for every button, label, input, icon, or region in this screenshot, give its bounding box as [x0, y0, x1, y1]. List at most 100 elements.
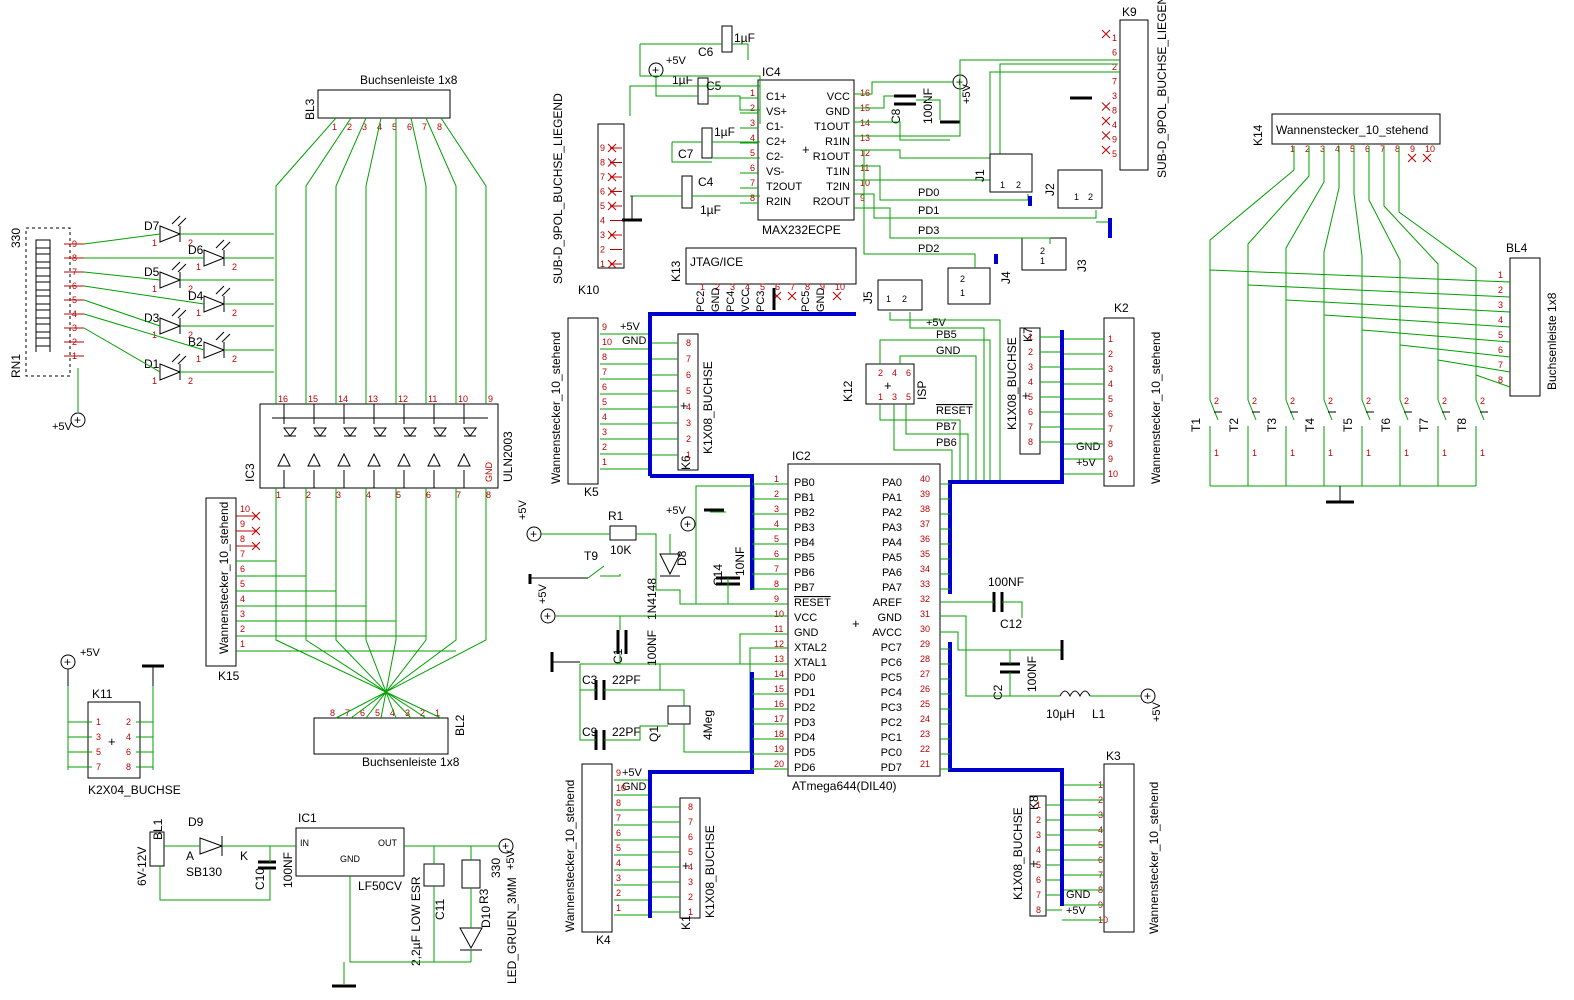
c14-value: 10NF	[733, 547, 747, 576]
bl2-name: BL2	[453, 714, 467, 736]
connector-k3: K3 Wannenstecker_10_stehend GND +5V 1234…	[1062, 749, 1161, 934]
pushbutton-pin-2: 2	[1404, 396, 1409, 406]
d8-part: 1N4148	[645, 578, 659, 620]
ic2-right-pin: 31	[920, 609, 930, 619]
ic4-part: MAX232ECPE	[762, 223, 841, 237]
ic4-right-pin: 14	[860, 118, 870, 128]
k6-name: K6	[679, 455, 693, 470]
k13-pin: 9	[820, 282, 825, 292]
svg-text:+: +	[652, 63, 659, 77]
svg-text:+: +	[1022, 388, 1030, 403]
ic4-left-signal: T2OUT	[766, 181, 802, 193]
k8-pin: 7	[1036, 890, 1041, 900]
ic2-right-pin: 34	[920, 564, 930, 574]
k12-name: K12	[841, 380, 855, 402]
pd1-label: PD1	[918, 205, 939, 217]
k15-type: Wannenstecker_10_stehend	[217, 502, 231, 654]
k12-pin: 5	[906, 392, 911, 402]
k13-type: JTAG/ICE	[690, 255, 743, 269]
bl3-pin: 2	[347, 122, 352, 132]
ic4-left-signal: VS-	[766, 166, 785, 178]
k9-pin: 4	[1112, 120, 1117, 130]
ic2-right-pin: 39	[920, 489, 930, 499]
bl4-name: BL4	[1506, 241, 1528, 255]
isp-5v: +5V	[926, 317, 947, 329]
svg-text:+: +	[1144, 689, 1151, 703]
ic2-left-pin: 17	[774, 714, 784, 724]
ic2-right-pin: 22	[920, 744, 930, 754]
svg-text:+: +	[64, 655, 71, 669]
k7-pin: 7	[1028, 422, 1033, 432]
c3-value: 22PF	[612, 673, 641, 687]
ic2-right-pin: 30	[920, 624, 930, 634]
led-pin-2: 2	[232, 308, 237, 318]
ic4-left-signal: R2IN	[766, 196, 791, 208]
led-pin-2: 2	[232, 354, 237, 364]
k14-pin: 7	[1380, 144, 1385, 154]
c3-name: C3	[582, 673, 598, 687]
bl4-pin: 4	[1498, 315, 1503, 325]
ic3-top-pin: 10	[458, 394, 468, 404]
k8-pin: 6	[1036, 875, 1041, 885]
pd3-label: PD3	[918, 225, 939, 237]
c1-name: C1	[611, 648, 625, 664]
reset-5v: +5V	[517, 499, 529, 520]
k5-pin: 2	[602, 442, 607, 452]
k13-signal: PC4	[725, 291, 737, 312]
ic2-part: ATmega644(DIL40)	[792, 779, 897, 793]
power-supply: BL1 6V-12V D9 A K SB130 IC1 IN OUT GND L…	[135, 811, 519, 988]
ic4-right-signal: T1IN	[826, 166, 850, 178]
led-pin-1: 1	[196, 262, 201, 272]
c2-value: 100NF	[1025, 656, 1039, 692]
bl3-pin: 1	[332, 122, 337, 132]
avcc-5v: +5V	[1151, 701, 1163, 722]
ic2-left-pin: 14	[774, 669, 784, 679]
c11-name: C11	[433, 899, 447, 920]
bl2-pin: 6	[360, 708, 365, 718]
ic2-right-signal: AVCC	[872, 627, 902, 639]
ic2-left-signal: PD0	[794, 672, 815, 684]
ic2-right-pin: 24	[920, 714, 930, 724]
k10-pin: 2	[600, 245, 605, 255]
k4-pin: 6	[616, 828, 621, 838]
ic2-right-pin: 25	[920, 699, 930, 709]
k8-pin: 3	[1036, 830, 1041, 840]
c5-value: 1µF	[672, 73, 693, 87]
ic2-left-signal: PB2	[794, 507, 815, 519]
ic2-right-pin: 29	[920, 639, 930, 649]
k2-pin: 3	[1108, 364, 1113, 374]
k4-pin: 9	[616, 768, 621, 778]
ic2-right-pin: 27	[920, 669, 930, 679]
analog-supply: 100NF C12 C2 100NF 10µH L1 + +5V	[940, 575, 1163, 722]
k13-signal: GND	[815, 288, 827, 313]
led-label: D1	[144, 357, 160, 371]
k4-name: K4	[596, 933, 611, 947]
pd2-label: PD2	[918, 243, 939, 255]
c14-5v: +5V	[666, 505, 687, 517]
k15-pin: 3	[240, 609, 245, 619]
bl2-pin: 7	[345, 708, 350, 718]
ic1-part: LF50CV	[358, 879, 402, 893]
k2-gnd: GND	[1076, 441, 1101, 453]
ic4-left-pin: 4	[750, 133, 755, 143]
ic2-left-signal: PB3	[794, 522, 815, 534]
k7-pin: 5	[1028, 392, 1033, 402]
ic4-left-pin: 3	[750, 118, 755, 128]
ic2-right-signal: PD7	[881, 762, 902, 774]
ic2-left-signal: XTAL2	[794, 642, 827, 654]
vcc-5v: +5V	[537, 583, 549, 604]
ic2-right-pin: 37	[920, 519, 930, 529]
ic1-in: IN	[300, 838, 309, 848]
bl3-pin: 3	[362, 122, 367, 132]
c12-value: 100NF	[988, 575, 1024, 589]
ic2-left-signal: GND	[794, 627, 819, 639]
svg-text:+: +	[852, 616, 860, 631]
ic4-right-pin: 9	[860, 193, 865, 203]
k4-pin: 8	[616, 798, 621, 808]
k14-pin: 1	[1290, 144, 1295, 154]
pushbutton-pin-2: 2	[1290, 396, 1295, 406]
l1-value: 10µH	[1046, 707, 1075, 721]
